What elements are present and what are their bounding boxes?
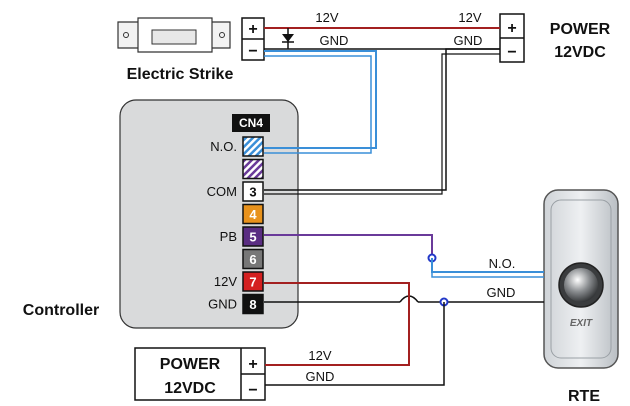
- rte-label: RTE: [568, 388, 600, 405]
- power-bottom-line2: 12VDC: [164, 380, 216, 397]
- pin-8-label: GND: [208, 297, 237, 312]
- label-12v-top-left: 12V: [315, 10, 338, 25]
- electric-strike: [117, 17, 231, 53]
- pin-3: [242, 181, 264, 202]
- power-top-plus: +: [507, 20, 516, 37]
- strike-plus: +: [248, 21, 257, 38]
- wire-pb: [264, 234, 433, 258]
- diode-icon: [282, 28, 294, 49]
- rte-exit-text: EXIT: [570, 318, 593, 329]
- pin-3-label: COM: [207, 184, 237, 199]
- pin-6: [242, 248, 264, 270]
- pin-3-number: 3: [249, 185, 256, 200]
- pin-5-number: 5: [249, 230, 256, 245]
- strike-label: Electric Strike: [127, 66, 234, 83]
- controller-label: Controller: [23, 302, 99, 319]
- power-bottom-line1: POWER: [160, 356, 221, 373]
- label-gnd-top-right: GND: [454, 33, 483, 48]
- connector-header: [232, 114, 270, 132]
- label-12v-bottom: 12V: [308, 348, 331, 363]
- pin-7: [242, 271, 264, 292]
- pin-8: [242, 293, 264, 315]
- strike-minus: −: [248, 43, 257, 60]
- rte-exit-button: [543, 189, 619, 369]
- wire-gnd-bottom: [265, 302, 445, 386]
- power-bottom-minus: −: [248, 382, 257, 399]
- wire-12v-bottom: [264, 282, 410, 366]
- power-top-line2: 12VDC: [554, 44, 606, 61]
- pin-5: [242, 226, 264, 247]
- label-gnd-rte: GND: [487, 285, 516, 300]
- power-top-line1: POWER: [550, 21, 611, 38]
- wire-no-strike: [264, 50, 377, 149]
- pin-8-number: 8: [249, 297, 256, 312]
- pin-1: [242, 136, 264, 157]
- pin-7-number: 7: [249, 275, 256, 290]
- pin-4-number: 4: [249, 207, 257, 222]
- pin-5-label: PB: [220, 229, 237, 244]
- label-no-rte: N.O.: [489, 256, 516, 271]
- controller-body: [119, 99, 299, 329]
- power-bottom-plus: +: [248, 356, 257, 373]
- pin-2: [242, 158, 264, 180]
- connector-pins: N.O. 3 COM 4 5 PB 6 7 12V 8 GND: [207, 136, 264, 315]
- label-gnd-bottom: GND: [306, 369, 335, 384]
- label-12v-top-right: 12V: [458, 10, 481, 25]
- pin-7-label: 12V: [214, 274, 237, 289]
- pin-4: [242, 203, 264, 225]
- connector-label: CN4: [239, 116, 263, 130]
- label-gnd-top-left: GND: [320, 33, 349, 48]
- pin-1-label: N.O.: [210, 139, 237, 154]
- wire-com: [264, 53, 500, 195]
- pin-6-number: 6: [249, 252, 256, 267]
- power-top-minus: −: [507, 44, 516, 61]
